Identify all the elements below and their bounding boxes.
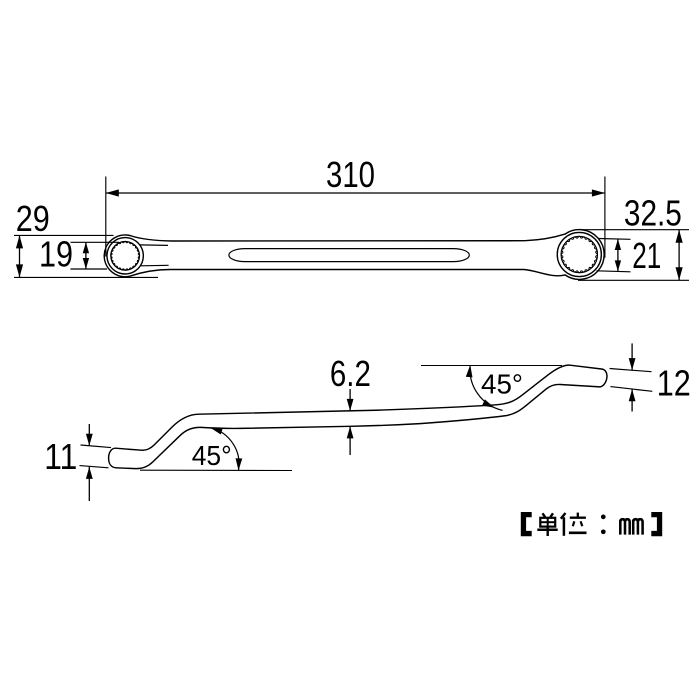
- svg-text:21: 21: [632, 235, 661, 276]
- svg-text:6.2: 6.2: [330, 353, 371, 394]
- svg-text:32.5: 32.5: [624, 193, 682, 234]
- svg-text:310: 310: [326, 154, 375, 195]
- svg-text:11: 11: [44, 436, 77, 477]
- svg-text:45°: 45°: [481, 368, 523, 399]
- svg-text:29: 29: [16, 198, 50, 239]
- svg-text:12: 12: [657, 363, 691, 404]
- svg-text:19: 19: [39, 234, 73, 275]
- svg-text:45°: 45°: [192, 440, 232, 471]
